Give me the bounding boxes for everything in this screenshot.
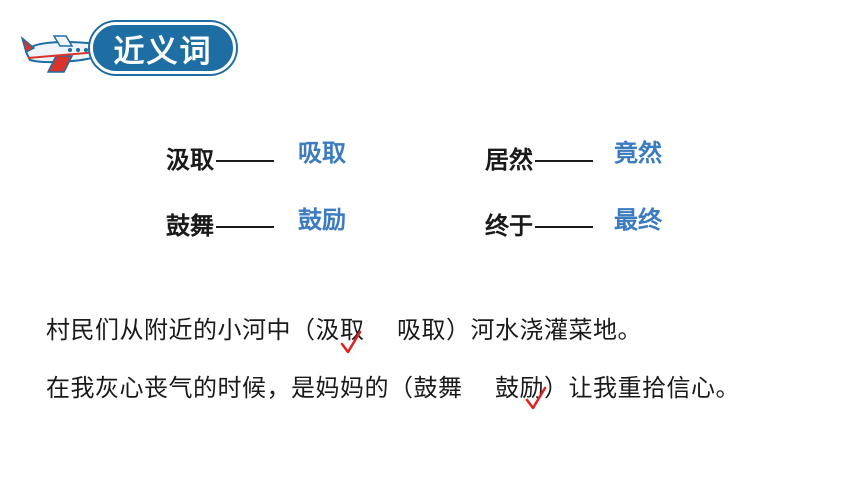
pair-word: 汲取 <box>166 145 274 175</box>
pair-word: 鼓舞 <box>166 211 274 241</box>
pair-word-text: 汲取 <box>166 146 214 174</box>
pair-answer: 竟然 <box>614 139 662 167</box>
check-mark-icon <box>525 386 547 410</box>
pair-answer: 吸取 <box>298 139 346 167</box>
dash-line <box>535 226 593 228</box>
header: 近义词 <box>20 22 236 82</box>
pair-word: 终于 <box>485 211 593 241</box>
option-text: 鼓舞 <box>413 374 463 402</box>
option-a[interactable]: 鼓舞 <box>414 374 463 402</box>
sentence-text-before: 在我灰心丧气的时候，是妈妈的（ <box>46 374 414 402</box>
sentence-1: 村民们从附近的小河中（汲取 吸取）河水浇灌菜地。 <box>46 310 643 354</box>
sentence-text-after: ）让我重拾信心。 <box>544 374 741 402</box>
pair-word: 居然 <box>485 145 593 175</box>
dash-line <box>535 160 593 162</box>
page-title: 近义词 <box>113 33 213 70</box>
pair-answer: 最终 <box>614 206 662 234</box>
option-text: 鼓励 <box>495 374 545 402</box>
option-b[interactable]: 鼓励 <box>495 374 547 410</box>
pair-word-text: 鼓舞 <box>166 212 214 240</box>
sentence-2: 在我灰心丧气的时候，是妈妈的（鼓舞 鼓励）让我重拾信心。 <box>46 368 741 410</box>
option-a[interactable]: 汲取 <box>316 316 365 354</box>
sentence-text-before: 村民们从附近的小河中（ <box>46 316 316 344</box>
dash-line <box>216 160 274 162</box>
sentence-text-after: ）河水浇灌菜地。 <box>446 316 643 344</box>
option-text: 吸取 <box>397 316 447 344</box>
title-badge: 近义词 <box>90 22 236 74</box>
dash-line <box>216 226 274 228</box>
check-mark-icon <box>340 330 361 354</box>
pair-word-text: 终于 <box>485 212 533 240</box>
pair-answer: 鼓励 <box>298 206 346 234</box>
pair-word-text: 居然 <box>485 146 533 174</box>
option-b[interactable]: 吸取 <box>397 316 446 344</box>
